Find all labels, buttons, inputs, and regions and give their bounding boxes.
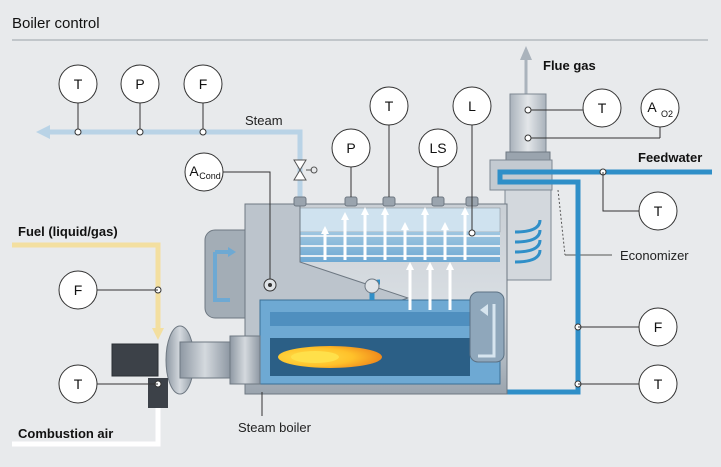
instrument-boiler-pressure[interactable]	[331, 128, 371, 168]
feedwater-instruments: T F T	[578, 172, 678, 404]
instrument-sublabel: Cond	[199, 171, 221, 181]
economizer-label: Economizer	[620, 248, 689, 263]
instrument-label: A	[647, 99, 657, 115]
instrument-label: T	[74, 76, 83, 92]
instrument-return-temperature[interactable]	[638, 364, 678, 404]
instrument-steam-temperature[interactable]	[58, 64, 98, 104]
boiler-instruments: P T LS L	[331, 86, 492, 237]
instrument-boiler-level[interactable]	[452, 86, 492, 126]
instrument-level-switch[interactable]	[418, 128, 458, 168]
combustion-air-line: T	[12, 364, 168, 447]
instrument-label: T	[598, 100, 607, 116]
fuel-label: Fuel (liquid/gas)	[18, 224, 118, 239]
steam-label: Steam	[245, 113, 283, 128]
instrument-feedwater-temperature[interactable]	[638, 191, 678, 231]
instrument-label: T	[385, 98, 394, 114]
instrument-label: T	[654, 203, 663, 219]
flue-gas-stack	[505, 46, 551, 161]
fuel-line: F	[12, 242, 164, 340]
valve-icon	[293, 159, 307, 171]
instrument-label: P	[135, 76, 144, 92]
fuel-arrow-icon	[152, 328, 164, 340]
feedwater-inlet	[364, 278, 381, 300]
feedwater-label: Feedwater	[638, 150, 702, 165]
instrument-label: LS	[429, 140, 446, 156]
instrument-fuel-flow[interactable]	[58, 270, 98, 310]
instrument-label: T	[654, 376, 663, 392]
instrument-steam-flow[interactable]	[183, 64, 223, 104]
steam-arrowheads	[321, 207, 469, 270]
steam-line	[36, 125, 318, 198]
steam-boiler	[204, 203, 508, 395]
flue-instruments: T A O2	[524, 88, 680, 142]
instrument-label: A	[189, 163, 199, 179]
flue-gas-label: Flue gas	[543, 58, 596, 73]
burner	[111, 325, 261, 395]
instrument-air-temperature[interactable]	[58, 364, 98, 404]
instrument-flue-temperature[interactable]	[582, 88, 622, 128]
instrument-label: F	[74, 282, 83, 298]
steam-boiler-label: Steam boiler	[238, 420, 312, 435]
instrument-label: T	[74, 376, 83, 392]
instrument-conductivity[interactable]	[184, 152, 224, 192]
instrument-label: L	[468, 98, 476, 114]
page-title: Boiler control	[12, 15, 100, 32]
instrument-label: F	[199, 76, 208, 92]
steam-rising-arrows	[323, 215, 467, 310]
instrument-label: F	[654, 319, 663, 335]
instrument-return-flow[interactable]	[638, 307, 678, 347]
instrument-boiler-temperature[interactable]	[369, 86, 409, 126]
instrument-label: P	[346, 140, 355, 156]
steam-arrow-icon	[36, 125, 50, 139]
flue-gas-arrow-icon	[520, 46, 532, 60]
instrument-steam-pressure[interactable]	[120, 64, 160, 104]
instrument-flue-oxygen[interactable]	[640, 88, 680, 128]
conductivity-sensor: A Cond	[184, 152, 277, 292]
economizer-leader	[557, 189, 566, 256]
combustion-air-label: Combustion air	[18, 426, 113, 441]
instrument-sublabel: O2	[661, 109, 673, 119]
steam-instruments: T P F	[58, 64, 223, 136]
